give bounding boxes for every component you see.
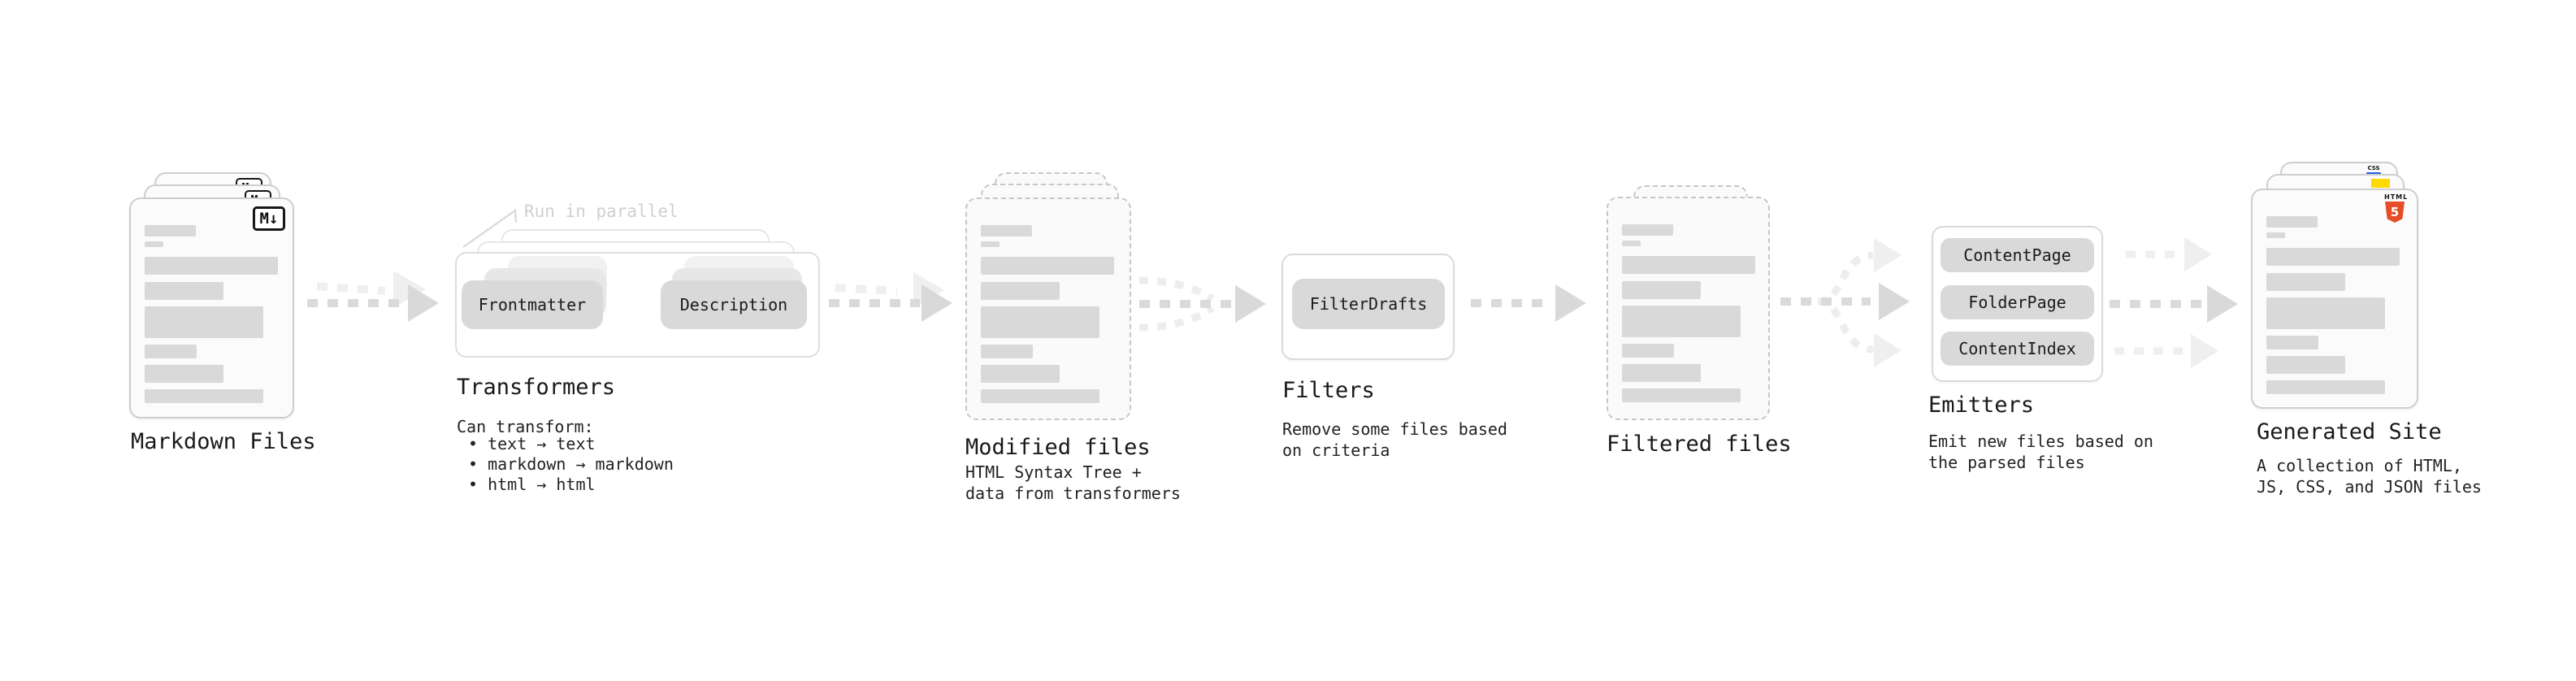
frontmatter-pill: Frontmatter	[462, 280, 603, 329]
modified-files-sublabel: HTML Syntax Tree + data from transformer…	[965, 462, 1181, 503]
arrow-transformers-to-modified	[829, 272, 952, 322]
contentpage-pill: ContentPage	[1941, 238, 2094, 272]
arrow-markdown-to-transformers	[307, 271, 439, 322]
generated-site-sublabel: A collection of HTML, JS, CSS, and JSON …	[2257, 456, 2482, 497]
modified-file-front	[965, 197, 1131, 420]
document-content-lines	[145, 225, 278, 403]
markdown-files-label: Markdown Files	[131, 429, 316, 454]
arrow-filtered-to-emitters	[1780, 238, 1910, 367]
generated-site-label: Generated Site	[2257, 419, 2442, 445]
transformers-subheading: Can transform:	[457, 417, 594, 436]
filtered-files-label: Filtered files	[1607, 432, 1792, 457]
arrow-emitters-to-generated	[2110, 237, 2238, 368]
modified-files-label: Modified files	[965, 435, 1151, 460]
transformers-bullet-3: • html → html	[468, 475, 596, 494]
folderpage-pill: FolderPage	[1941, 285, 2094, 319]
arrow-filters-to-filtered	[1471, 284, 1586, 322]
document-content-lines	[2266, 216, 2400, 394]
markdown-file-front: M↓	[129, 197, 294, 419]
filters-label: Filters	[1282, 378, 1375, 403]
arrow-modified-to-filters	[1138, 276, 1266, 332]
filtered-file-front	[1607, 197, 1770, 420]
javascript-icon	[2371, 179, 2390, 188]
run-in-parallel-note: Run in parallel	[524, 202, 679, 221]
document-content-lines	[1622, 224, 1755, 402]
filterdrafts-pill: FilterDrafts	[1292, 279, 1445, 329]
filters-sublabel: Remove some files based on criteria	[1282, 419, 1507, 460]
contentindex-pill: ContentIndex	[1941, 332, 2094, 366]
emitters-label: Emitters	[1928, 393, 2035, 418]
description-pill: Description	[661, 280, 807, 329]
html5-icon: HTML 5	[2384, 194, 2407, 223]
transformers-label: Transformers	[457, 375, 616, 400]
emitters-sublabel: Emit new files based on the parsed files	[1928, 432, 2153, 472]
generated-file-front: HTML 5	[2251, 189, 2418, 409]
document-content-lines	[981, 225, 1114, 403]
transformers-bullet-2: • markdown → markdown	[468, 454, 674, 474]
markdown-icon: M↓	[253, 206, 285, 231]
run-in-parallel-callout-line	[462, 208, 518, 249]
transformers-bullet-1: • text → text	[468, 434, 596, 453]
